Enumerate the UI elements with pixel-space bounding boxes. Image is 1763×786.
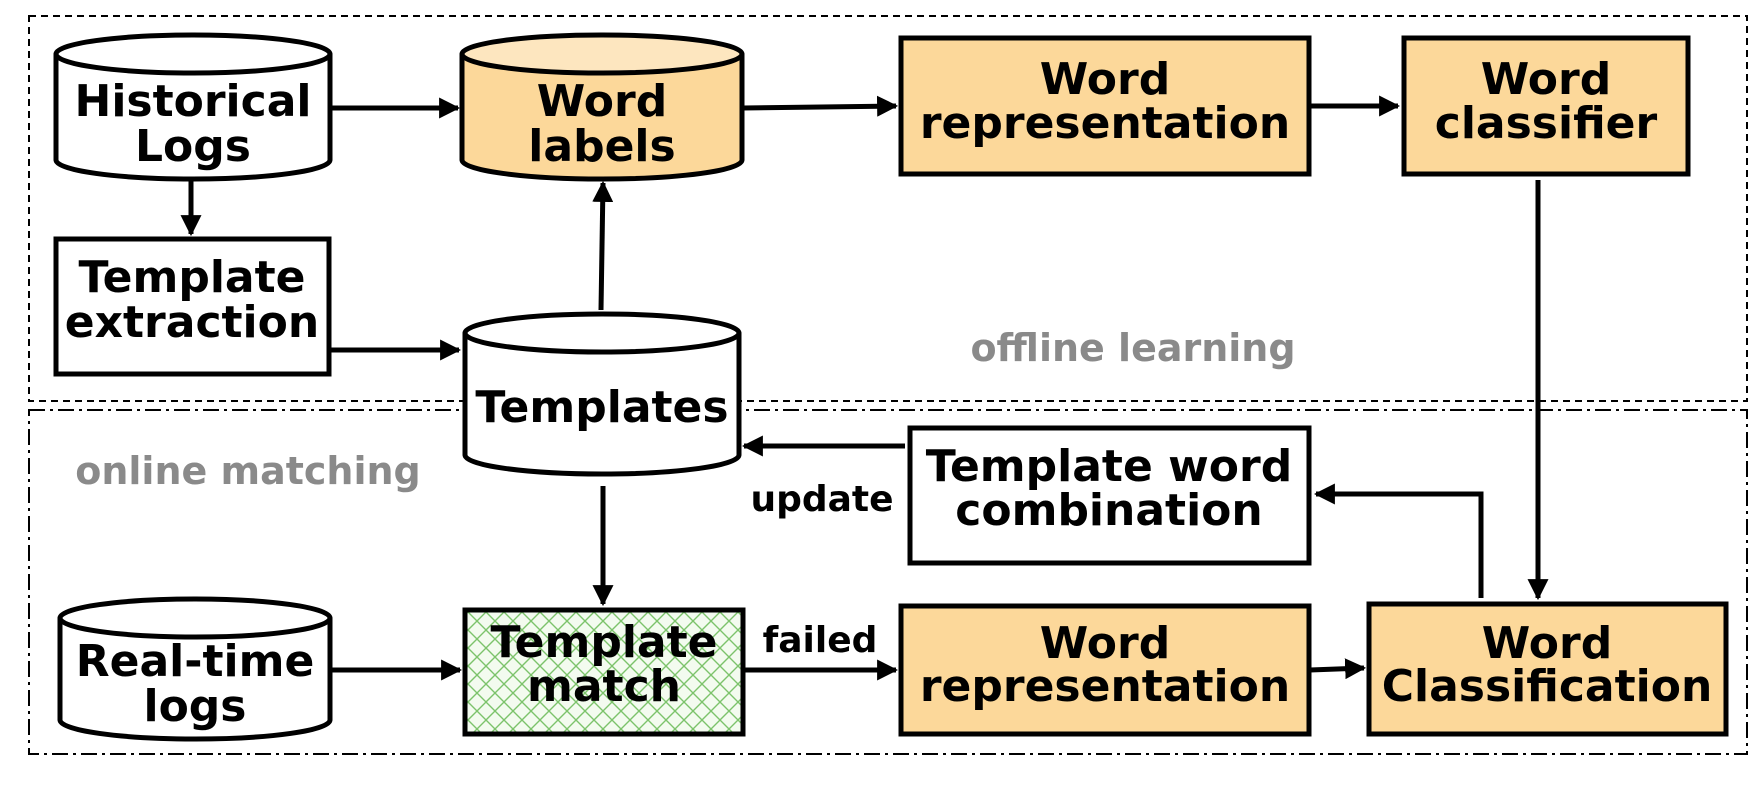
template-match-node: Template match [462,607,746,737]
svg-text:Template: Template [490,617,717,668]
svg-text:Word: Word [1040,618,1170,669]
svg-text:Historical: Historical [75,76,312,127]
svg-text:logs: logs [144,681,247,732]
svg-text:Logs: Logs [135,121,251,172]
historical-logs-node: Historical Logs [53,32,333,182]
offline-learning-region [28,15,1748,402]
svg-text:labels: labels [528,121,675,172]
svg-text:Word: Word [1482,618,1612,669]
svg-text:match: match [527,661,681,712]
svg-text:Template: Template [78,252,305,303]
svg-text:classifier: classifier [1435,98,1658,149]
svg-text:Word: Word [1481,54,1611,105]
templates-node: Templates [462,311,742,477]
svg-text:combination: combination [955,485,1262,536]
svg-text:extraction: extraction [65,297,319,348]
svg-text:Classification: Classification [1382,661,1713,712]
online-matching-label: online matching [75,449,421,493]
edges [180,95,1549,681]
offline-learning-label: offline learning [970,326,1295,370]
svg-text:representation: representation [920,661,1290,712]
word-labels-node: Word labels [459,32,745,182]
edge-wordlabels-to-wordrep [742,95,899,117]
realtime-logs-node: Real-time logs [57,596,333,742]
failed-edge-label: failed [763,620,878,661]
svg-text:Template word: Template word [926,441,1292,492]
edge-classification-to-combination [1313,483,1484,598]
word-classification-node: Word Classification [1366,601,1729,737]
svg-text:Word: Word [1040,54,1170,105]
online-matching-region [28,409,1748,755]
template-word-combination-node: Template word combination [907,425,1312,566]
svg-text:representation: representation [920,98,1290,149]
edge-wordrep-to-classification [1309,658,1367,680]
template-extraction-node: Template extraction [53,236,332,377]
word-representation-bottom-node: Word representation [898,603,1312,737]
edge-templates-to-wordlabels [592,180,614,311]
svg-text:Real-time: Real-time [76,636,315,687]
word-representation-top-node: Word representation [898,35,1312,177]
svg-text:Templates: Templates [475,382,728,433]
svg-text:Word: Word [537,76,667,127]
update-edge-label: update [750,479,893,520]
word-classifier-node: Word classifier [1401,35,1691,177]
